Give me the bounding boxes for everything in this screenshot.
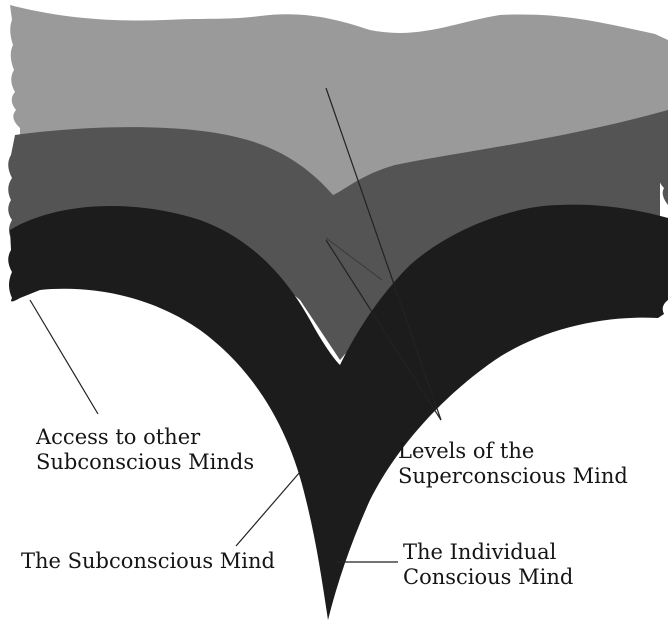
access-label: Access to other Subconscious Minds — [36, 425, 254, 475]
superconscious-label: Levels of the Superconscious Mind — [398, 439, 628, 489]
superconscious-label-line-1: Levels of the — [398, 439, 628, 464]
conscious-label: The Individual Conscious Mind — [403, 540, 573, 590]
conscious-label-line-2: Conscious Mind — [403, 565, 573, 590]
superconscious-label-line-2: Superconscious Mind — [398, 464, 628, 489]
access-label-line-1: Access to other — [36, 425, 254, 450]
subconscious-label: The Subconscious Mind — [21, 549, 275, 574]
access-label-line-2: Subconscious Minds — [36, 450, 254, 475]
subconscious-leader-line — [236, 472, 300, 546]
access-leader-line — [30, 300, 98, 414]
conscious-label-line-1: The Individual — [403, 540, 573, 565]
